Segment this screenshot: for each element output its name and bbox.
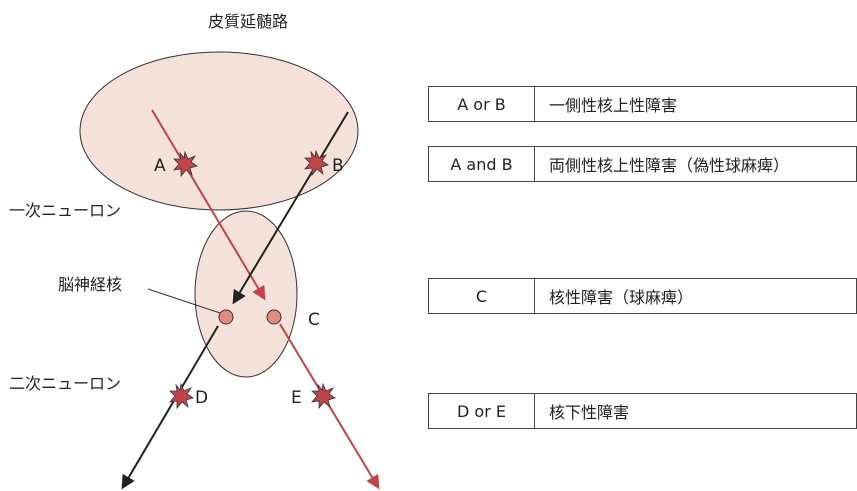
black-second-neuron-path — [121, 325, 219, 490]
lesion-marker-d — [169, 382, 194, 410]
table-row-a-and-b: A and B 両側性核上性障害（偽性球麻痺） — [428, 146, 857, 182]
table-key: D or E — [429, 394, 535, 428]
label-e: E — [291, 388, 302, 408]
table-value: 核性障害（球麻痺） — [549, 288, 694, 307]
table-row-c: C 核性障害（球麻痺） — [428, 278, 857, 314]
brainstem-ellipse — [194, 210, 298, 378]
second-neuron-label: 二次ニューロン — [9, 374, 121, 393]
label-c: C — [308, 310, 320, 330]
label-a: A — [154, 156, 166, 176]
table-key: C — [429, 279, 535, 313]
red-first-neuron-path — [151, 109, 266, 301]
nucleus-leader-line — [147, 288, 221, 314]
table-row-a-or-b: A or B 一側性核上性障害 — [428, 86, 857, 122]
cortex-ellipse — [79, 51, 359, 211]
label-d: D — [195, 388, 208, 408]
table-value: 一側性核上性障害 — [549, 96, 678, 115]
lesion-marker-e — [311, 382, 336, 410]
black-first-neuron-path — [232, 111, 349, 305]
nucleus-label: 脳神経核 — [58, 275, 122, 294]
table-value: 核下性障害 — [549, 403, 630, 422]
table-value: 両側性核上性障害（偽性球麻痺） — [549, 156, 790, 175]
table-key: A and B — [429, 147, 535, 181]
table-row-d-or-e: D or E 核下性障害 — [428, 393, 857, 429]
lesion-marker-a — [173, 150, 198, 178]
diagram-title: 皮質延髄路 — [208, 12, 288, 31]
first-neuron-label: 一次ニューロン — [9, 201, 121, 220]
nucleus-dot-right — [266, 309, 282, 325]
label-b: B — [332, 156, 344, 176]
lesion-marker-b — [304, 149, 329, 177]
table-key: A or B — [429, 87, 535, 121]
nucleus-dot-left — [218, 309, 234, 325]
